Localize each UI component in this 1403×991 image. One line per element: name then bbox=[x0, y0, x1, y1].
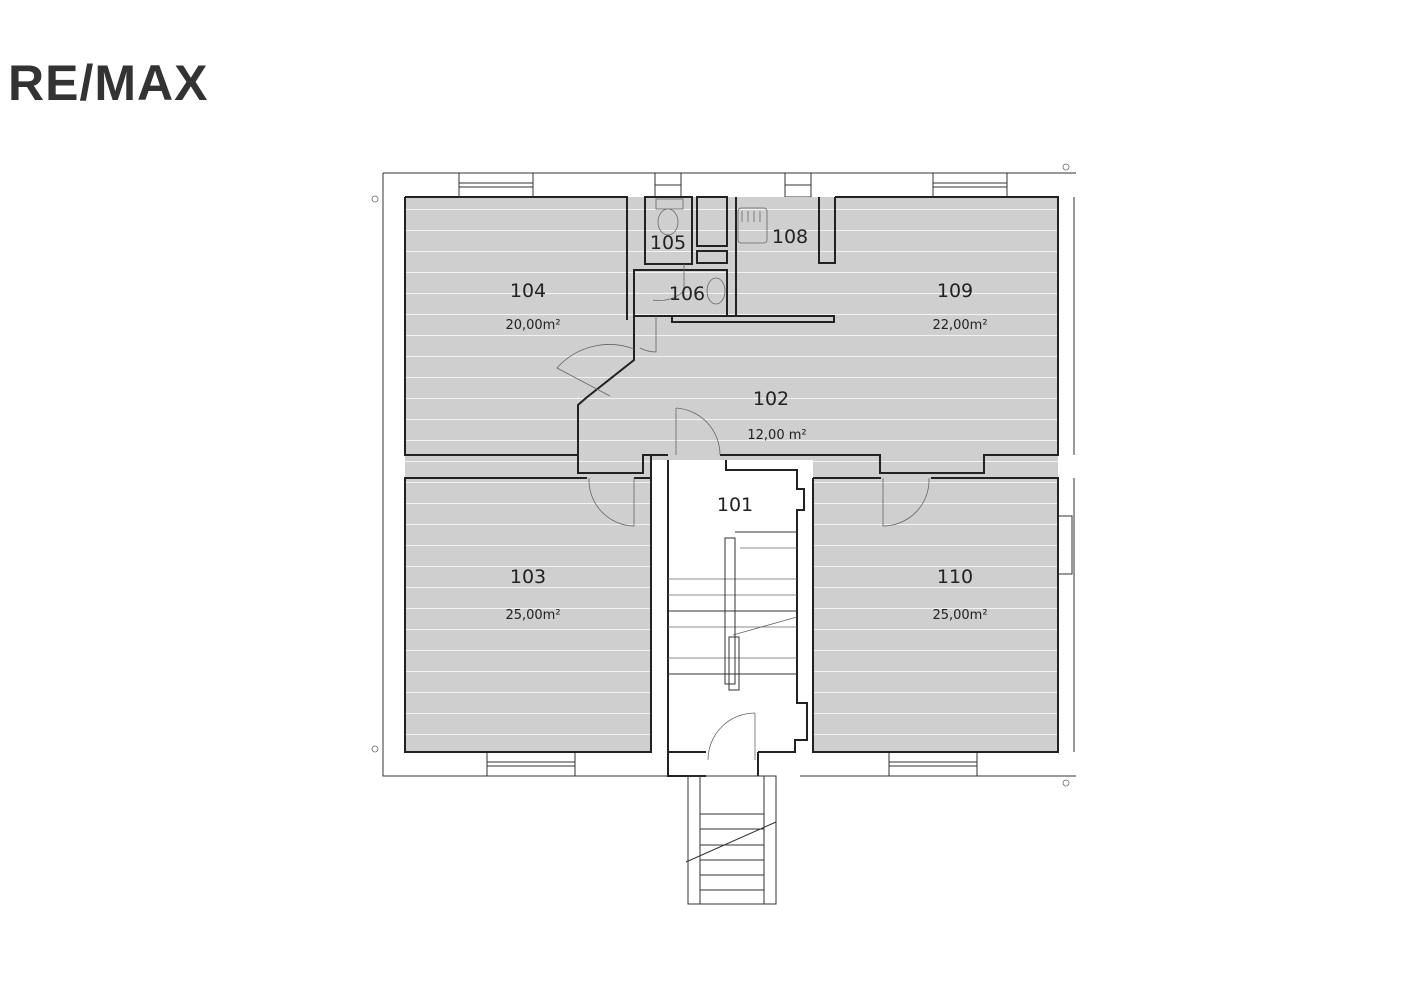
windows bbox=[458, 172, 1073, 777]
remax-logo: RE/MAX bbox=[8, 55, 209, 111]
interior-walls bbox=[404, 196, 1059, 777]
room-103-floor bbox=[405, 478, 651, 752]
doors bbox=[556, 264, 930, 761]
room-105-number: 105 bbox=[650, 232, 686, 254]
room-102-area: 12,00 m² bbox=[747, 428, 806, 443]
room-103-number: 103 bbox=[510, 566, 546, 588]
room-103-area: 25,00m² bbox=[505, 608, 560, 623]
room-110-number: 110 bbox=[937, 566, 973, 588]
room-104-number: 104 bbox=[510, 280, 546, 302]
room-102-number: 102 bbox=[753, 388, 789, 410]
stairwell-101 bbox=[668, 460, 800, 752]
room-106-number: 106 bbox=[669, 283, 705, 305]
staircase bbox=[668, 531, 798, 905]
room-108-number: 108 bbox=[772, 226, 808, 248]
room-110-floor bbox=[813, 478, 1058, 752]
room-109-number: 109 bbox=[937, 280, 973, 302]
upper-floor-area bbox=[405, 197, 1058, 478]
room-110-area: 25,00m² bbox=[932, 608, 987, 623]
room-101-number: 101 bbox=[717, 494, 753, 516]
room-104-area: 20,00m² bbox=[505, 318, 560, 333]
room-109-area: 22,00m² bbox=[932, 318, 987, 333]
fixtures bbox=[655, 198, 768, 305]
